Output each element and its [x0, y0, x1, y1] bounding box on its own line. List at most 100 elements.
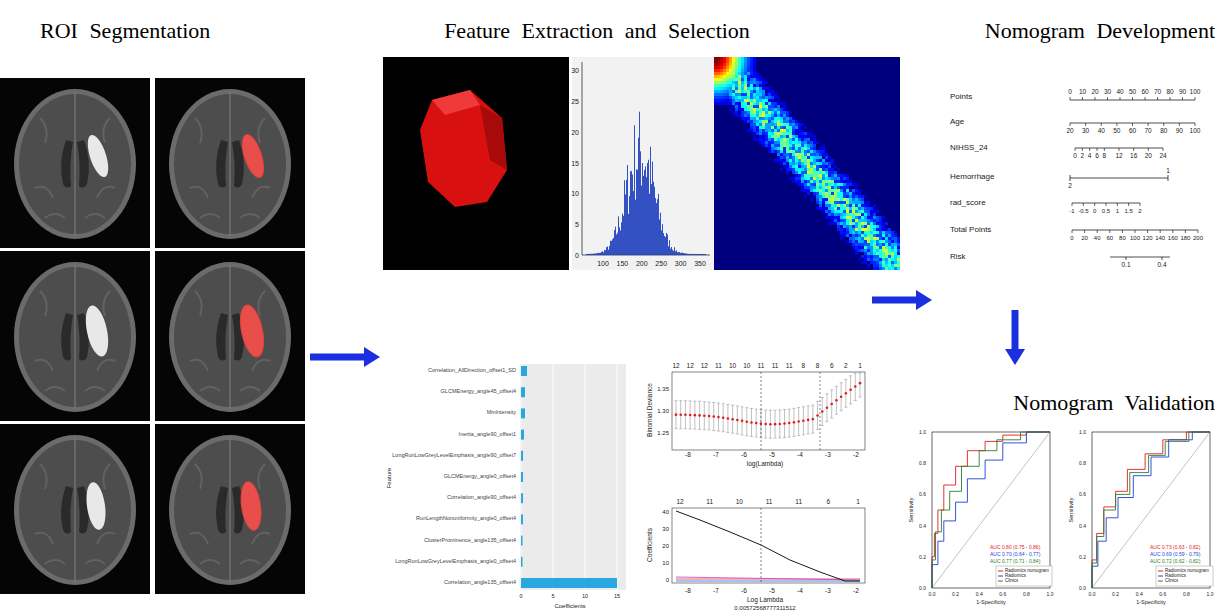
figure-shape: [1070, 175, 1071, 181]
figure-shape: [765, 135, 768, 138]
figure-shape: [867, 210, 870, 213]
figure-shape: [797, 407, 800, 408]
figure-shape: [843, 192, 846, 195]
figure-shape: [756, 105, 759, 108]
figure-shape: [786, 147, 789, 150]
figure-shape: [1092, 432, 1210, 588]
figure-shape: [828, 186, 831, 189]
figure-shape: [870, 210, 873, 213]
tick-label: 10: [1079, 89, 1086, 96]
figure-shape: [837, 213, 840, 216]
figure-shape: [864, 213, 867, 216]
figure-shape: [888, 252, 891, 255]
figure-shape: [729, 90, 732, 93]
figure-shape: [741, 69, 744, 72]
figure-shape: [735, 99, 738, 102]
figure-shape: [846, 216, 849, 219]
figure-shape: [852, 195, 855, 198]
figure-shape: [852, 210, 855, 213]
tick-label: ClusterProminence_angle135_offset4: [424, 538, 516, 544]
figure-shape: [792, 180, 795, 183]
figure-shape: [726, 102, 729, 105]
figure-shape: [703, 401, 706, 402]
figure-shape: [819, 177, 822, 180]
coefficient-bar-chart: [520, 364, 626, 590]
auc-value: AUC 0.73 (0.63 - 0.82): [1150, 545, 1200, 550]
figure-shape: [804, 159, 807, 162]
figure-shape: [792, 126, 795, 129]
figure-shape: [885, 255, 888, 258]
figure-shape: [825, 207, 828, 210]
figure-shape: [843, 195, 846, 198]
figure-shape: [849, 216, 852, 219]
figure-shape: [828, 207, 831, 210]
figure-shape: [822, 174, 825, 177]
figure-shape: [723, 90, 726, 93]
figure-shape: [807, 192, 810, 195]
figure-shape: [816, 177, 819, 180]
figure-shape: [792, 144, 795, 147]
lasso-coefficient-plot: [672, 508, 865, 583]
figure-shape: [822, 159, 825, 162]
figure-shape: [714, 63, 717, 66]
figure-shape: [858, 198, 861, 201]
figure-shape: [843, 186, 846, 189]
figure-shape: [735, 75, 738, 78]
figure-shape: [735, 84, 738, 87]
figure-shape: [831, 201, 834, 204]
figure-shape: [932, 432, 1050, 588]
figure-shape: [676, 401, 677, 429]
figure-shape: [689, 428, 692, 429]
figure-shape: [807, 165, 810, 168]
tick-label: 20: [1091, 89, 1098, 96]
figure-shape: [774, 123, 777, 126]
figure-shape: [741, 75, 744, 78]
figure-shape: [852, 198, 855, 201]
figure-shape: [846, 195, 849, 198]
figure-shape: [694, 414, 697, 417]
figure-shape: [828, 159, 831, 162]
tick-label: 80: [1160, 128, 1167, 135]
flow-arrow: [310, 347, 380, 367]
figure-shape: [859, 397, 862, 398]
figure-shape: [1132, 123, 1133, 126]
figure-shape: [521, 451, 523, 461]
tick-label: -4: [797, 452, 803, 459]
figure-shape: [717, 102, 720, 105]
figure-shape: [729, 96, 732, 99]
figure-shape: [885, 240, 888, 243]
figure-shape: [783, 105, 786, 108]
figure-shape: [1101, 123, 1102, 126]
figure-shape: [784, 410, 785, 438]
figure-shape: [735, 96, 738, 99]
figure-shape: [864, 240, 867, 243]
figure-shape: [768, 96, 771, 99]
figure-shape: [735, 72, 738, 75]
figure-shape: [723, 69, 726, 72]
figure-shape: [697, 254, 699, 255]
figure-shape: [717, 63, 720, 66]
figure-shape: [825, 156, 828, 159]
figure-shape: [777, 150, 780, 153]
figure-shape: [828, 183, 831, 186]
figure-shape: [732, 75, 735, 78]
figure-shape: [852, 219, 855, 222]
figure-shape: [765, 117, 768, 120]
tick-label: 0: [1073, 153, 1077, 160]
figure-shape: [780, 156, 783, 159]
figure-shape: [822, 192, 825, 195]
figure-shape: [870, 261, 873, 264]
figure-shape: [765, 111, 768, 114]
figure-shape: [879, 267, 882, 270]
figure-shape: [732, 78, 735, 81]
figure-shape: [837, 198, 840, 201]
figure-shape: [810, 177, 813, 180]
figure-shape: [792, 168, 795, 171]
figure-shape: [786, 123, 789, 126]
figure-shape: [1070, 97, 1071, 100]
figure-shape: [764, 410, 767, 411]
figure-shape: [876, 249, 879, 252]
figure-shape: [786, 114, 789, 117]
figure-shape: [765, 141, 768, 144]
figure-shape: [708, 430, 711, 431]
